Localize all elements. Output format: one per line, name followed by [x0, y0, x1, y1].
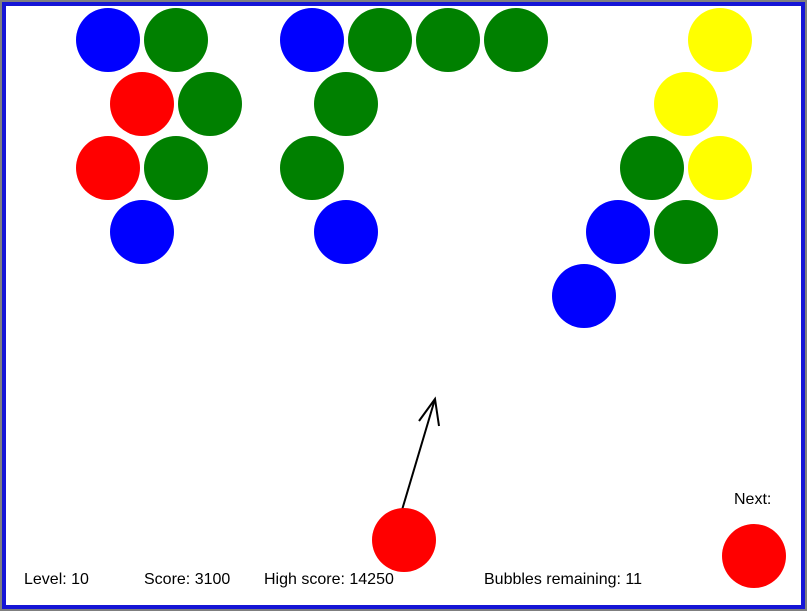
bubble-green: [144, 8, 208, 72]
bubble-green: [178, 72, 242, 136]
aim-indicator: [401, 396, 440, 511]
bubble-green: [348, 8, 412, 72]
bubble-blue: [76, 8, 140, 72]
shooter[interactable]: [372, 508, 436, 572]
bubble-yellow: [654, 72, 718, 136]
aim-line: [401, 398, 436, 511]
next-bubble: [722, 524, 786, 588]
bubble-yellow: [688, 136, 752, 200]
aim-arrowhead: [418, 396, 440, 427]
next-bubble-preview: [722, 524, 786, 588]
next-label: Next:: [734, 491, 772, 508]
bubble-blue: [110, 200, 174, 264]
bubble-green: [620, 136, 684, 200]
bubble-red: [110, 72, 174, 136]
high-score-display: High score: 14250: [264, 571, 394, 588]
bubble-grid: [76, 8, 752, 328]
bubbles-remaining-display: Bubbles remaining: 11: [484, 571, 643, 588]
bubble-blue: [552, 264, 616, 328]
level-display: Level: 10: [24, 571, 89, 588]
bubble-red: [76, 136, 140, 200]
bubble-blue: [280, 8, 344, 72]
current-bubble[interactable]: [372, 508, 436, 572]
bubble-green: [144, 136, 208, 200]
bubble-green: [280, 136, 344, 200]
score-display: Score: 3100: [144, 571, 231, 588]
bubble-green: [416, 8, 480, 72]
bubble-blue: [586, 200, 650, 264]
bubble-green: [654, 200, 718, 264]
game-board[interactable]: [6, 6, 801, 605]
bubble-green: [314, 72, 378, 136]
bubble-yellow: [688, 8, 752, 72]
bubble-green: [484, 8, 548, 72]
bubble-blue: [314, 200, 378, 264]
